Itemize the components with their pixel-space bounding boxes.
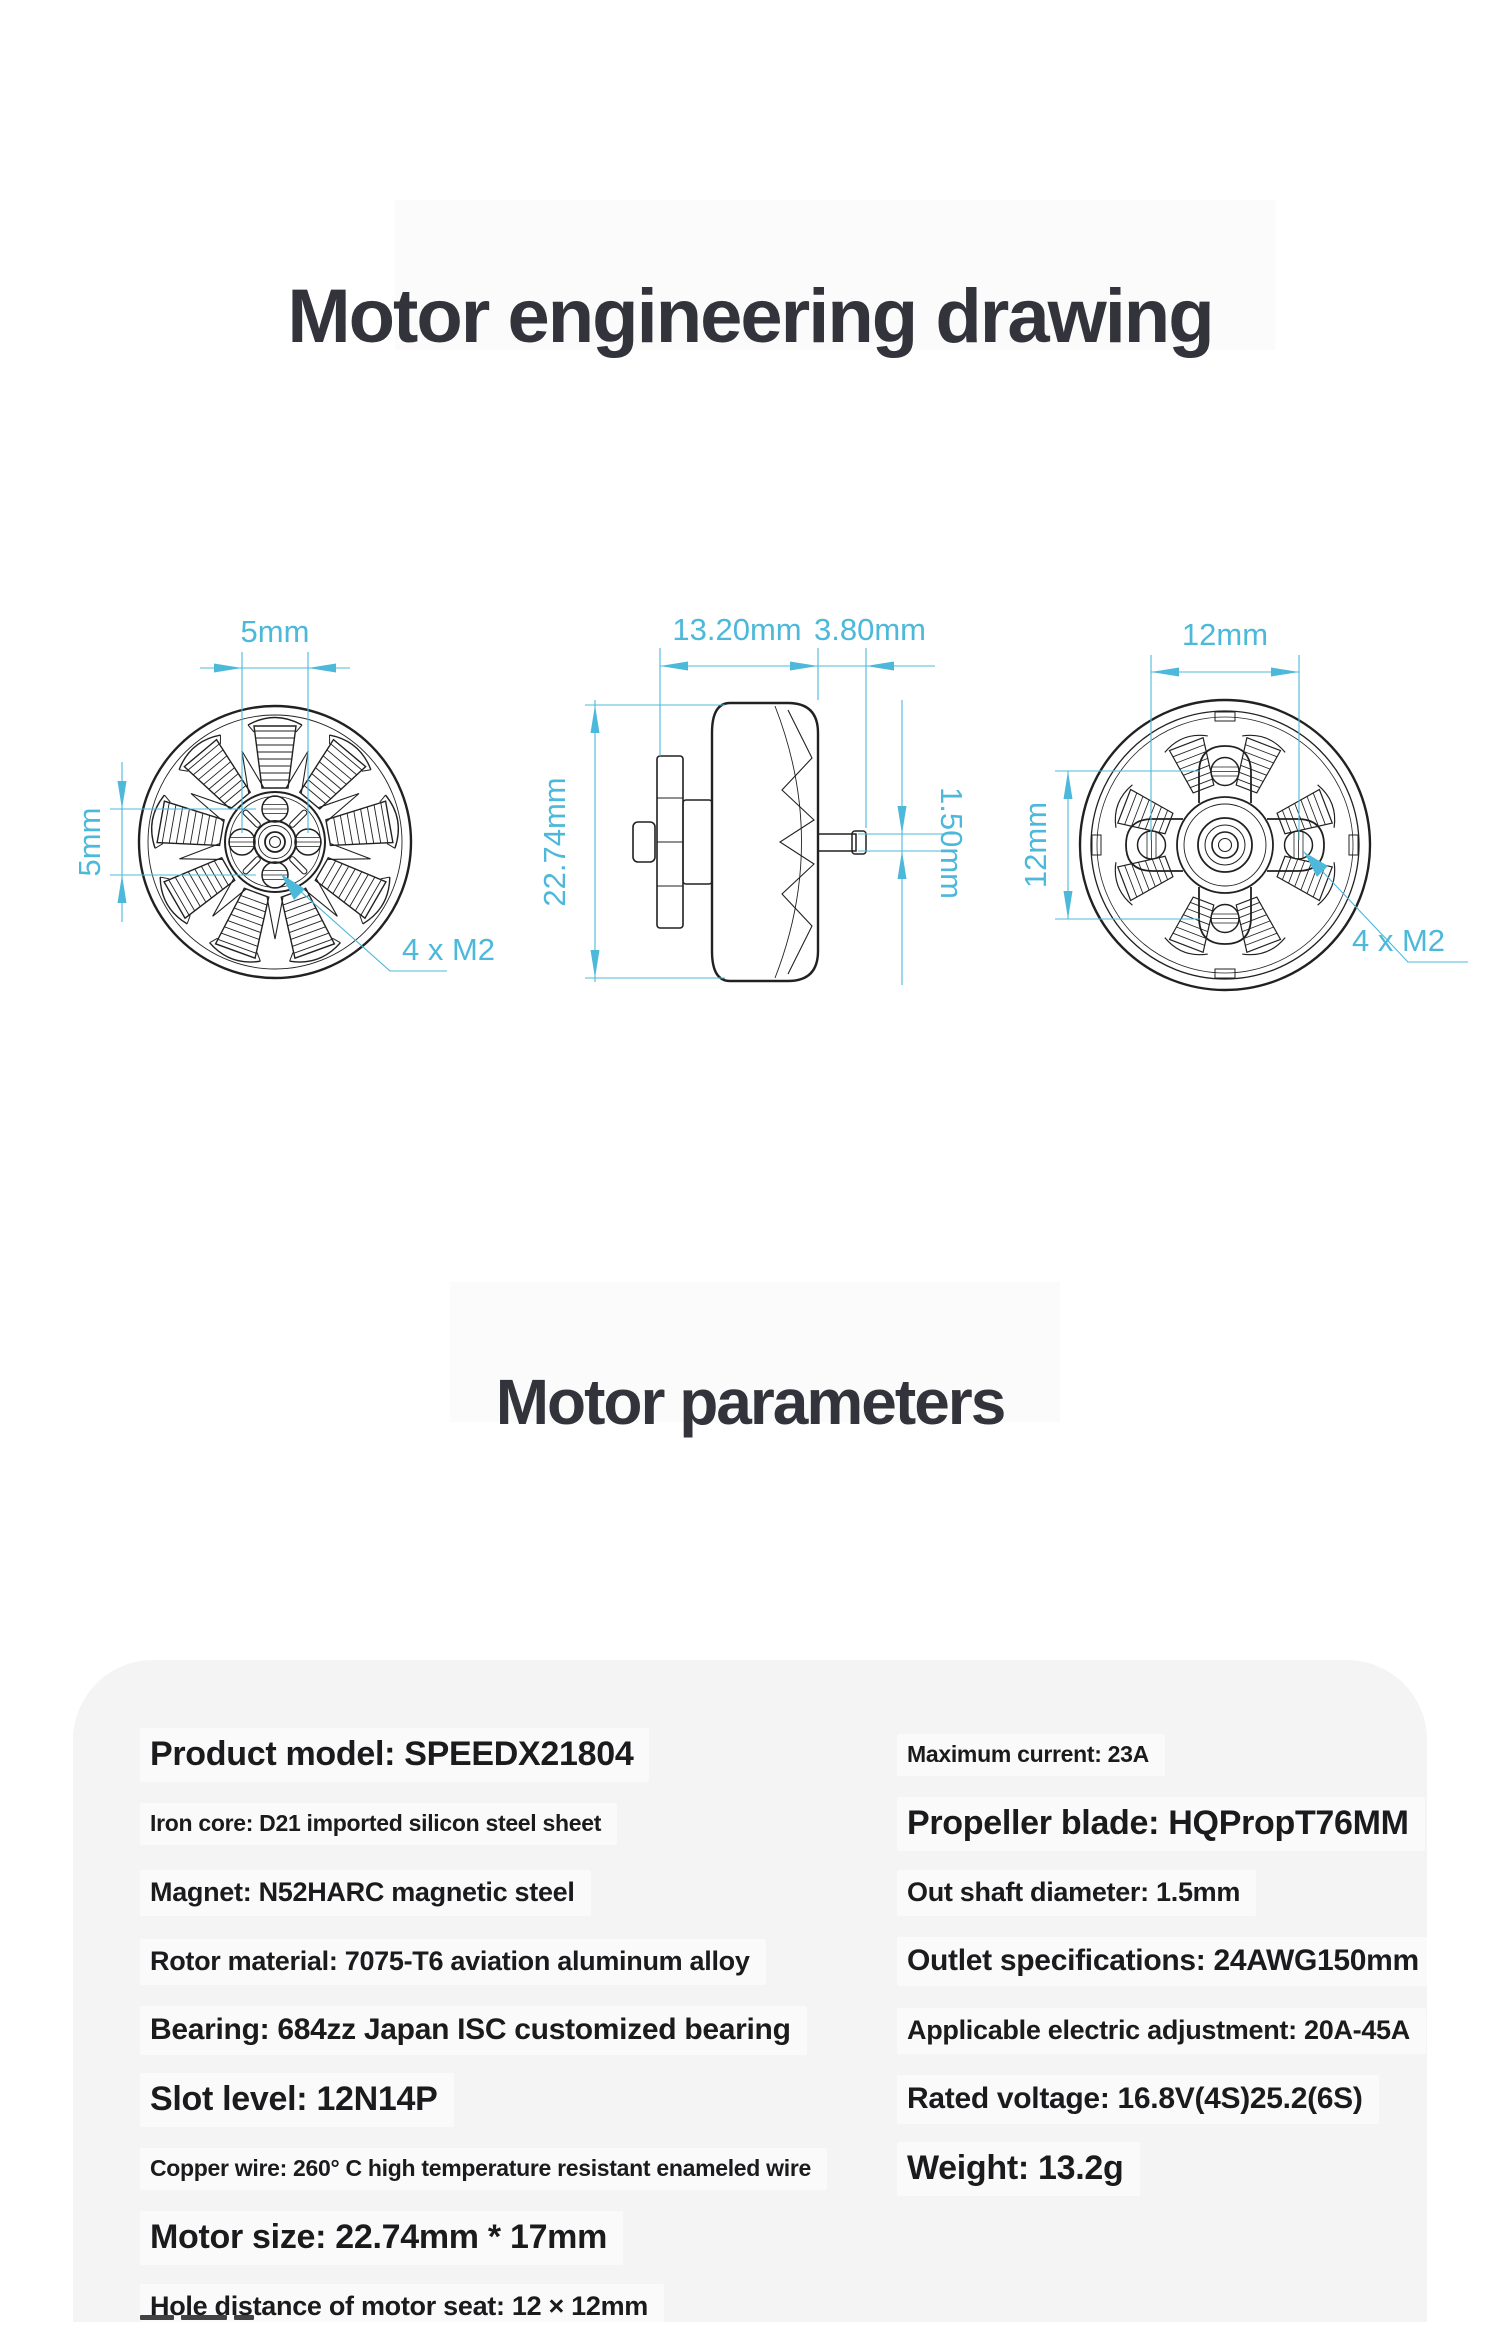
clipped-text-fragment: [181, 2315, 227, 2320]
spec-row: Out shaft diameter: 1.5mm: [897, 1858, 1417, 1927]
bottom-view-drawing: 12mm 12mm 4 x M2: [1018, 617, 1468, 992]
front-view-drawing: 5mm 5mm 4 x M2: [72, 614, 495, 980]
spec-line: Hole distance of motor seat: 12 × 12mm: [140, 2283, 665, 2330]
parameters-title: Motor parameters: [495, 1366, 1007, 1439]
spec-line: Bearing: 684zz Japan ISC customized bear…: [140, 2006, 807, 2055]
front-dim-side-label: 5mm: [72, 808, 107, 877]
side-dim-height-label: 22.74mm: [537, 777, 572, 906]
clipped-text-fragment: [140, 2315, 174, 2320]
spec-line: Out shaft diameter: 1.5mm: [897, 1869, 1257, 1916]
spec-row: Bearing: 684zz Japan ISC customized bear…: [140, 1996, 820, 2065]
front-screw-label: 4 x M2: [402, 932, 495, 967]
spec-row: Maximum current: 23A: [897, 1720, 1417, 1789]
spec-row: Magnet: N52HARC magnetic steel: [140, 1858, 820, 1927]
spec-line: Copper wire: 260° C high temperature res…: [140, 2147, 827, 2190]
page-title: Motor engineering drawing: [287, 273, 1214, 359]
spec-line: Maximum current: 23A: [897, 1733, 1165, 1776]
side-dim-shaft-diameter-label: 1.50mm: [934, 787, 969, 899]
spec-line: Motor size: 22.74mm * 17mm: [140, 2210, 624, 2265]
spec-line: Outlet specifications: 24AWG150mm: [897, 1937, 1435, 1986]
spec-line: Rotor material: 7075-T6 aviation aluminu…: [140, 1938, 766, 1985]
spec-row: Outlet specifications: 24AWG150mm: [897, 1927, 1435, 1996]
bottom-dim-top-label: 12mm: [1182, 617, 1268, 652]
spec-line: Rated voltage: 16.8V(4S)25.2(6S): [897, 2075, 1379, 2124]
side-dim-shaft-length-label: 3.80mm: [814, 612, 926, 647]
front-dim-top-label: 5mm: [241, 614, 310, 649]
parameters-card: Product model: SPEEDX21804 Iron core: D2…: [73, 1660, 1435, 2330]
spec-line: Magnet: N52HARC magnetic steel: [140, 1869, 591, 1916]
parameters-title-background-panel: [450, 1282, 1060, 1422]
spec-line: Weight: 13.2g: [897, 2141, 1140, 2196]
spec-row: Motor size: 22.74mm * 17mm: [140, 2203, 820, 2272]
spec-row: Hole distance of motor seat: 12 × 12mm: [140, 2272, 820, 2341]
spec-row: Weight: 13.2g: [897, 2134, 1417, 2203]
side-dim-body-label: 13.20mm: [672, 612, 801, 647]
spec-row: Product model: SPEEDX21804: [140, 1720, 820, 1789]
spec-row: Rotor material: 7075-T6 aviation aluminu…: [140, 1927, 820, 1996]
spec-row: Slot level: 12N14P: [140, 2065, 820, 2134]
spec-line: Slot level: 12N14P: [140, 2072, 454, 2127]
spec-line: Propeller blade: HQPropT76MM: [897, 1796, 1425, 1851]
spec-row: Rated voltage: 16.8V(4S)25.2(6S): [897, 2065, 1417, 2134]
spec-row: Iron core: D21 imported silicon steel sh…: [140, 1789, 820, 1858]
parameters-left-column: Product model: SPEEDX21804 Iron core: D2…: [140, 1720, 827, 2341]
bottom-screw-label: 4 x M2: [1352, 923, 1445, 958]
side-view-drawing: 13.20mm 3.80mm 22.74mm 1.50mm: [537, 612, 969, 985]
motor-engineering-drawing: 5mm 5mm 4 x M2: [72, 612, 1468, 992]
spec-row: Propeller blade: HQPropT76MM: [897, 1789, 1425, 1858]
bottom-dim-side-label: 12mm: [1018, 802, 1053, 888]
clipped-text-fragment: [234, 2315, 254, 2320]
spec-row: Copper wire: 260° C high temperature res…: [140, 2134, 827, 2203]
spec-line: Applicable electric adjustment: 20A-45A: [897, 2007, 1426, 2054]
spec-line: Iron core: D21 imported silicon steel sh…: [140, 1802, 618, 1845]
title-background-panel: [395, 200, 1275, 350]
spec-line: Product model: SPEEDX21804: [140, 1727, 650, 1782]
parameters-right-column: Maximum current: 23A Propeller blade: HQ…: [897, 1720, 1435, 2203]
spec-row: Applicable electric adjustment: 20A-45A: [897, 1996, 1426, 2065]
